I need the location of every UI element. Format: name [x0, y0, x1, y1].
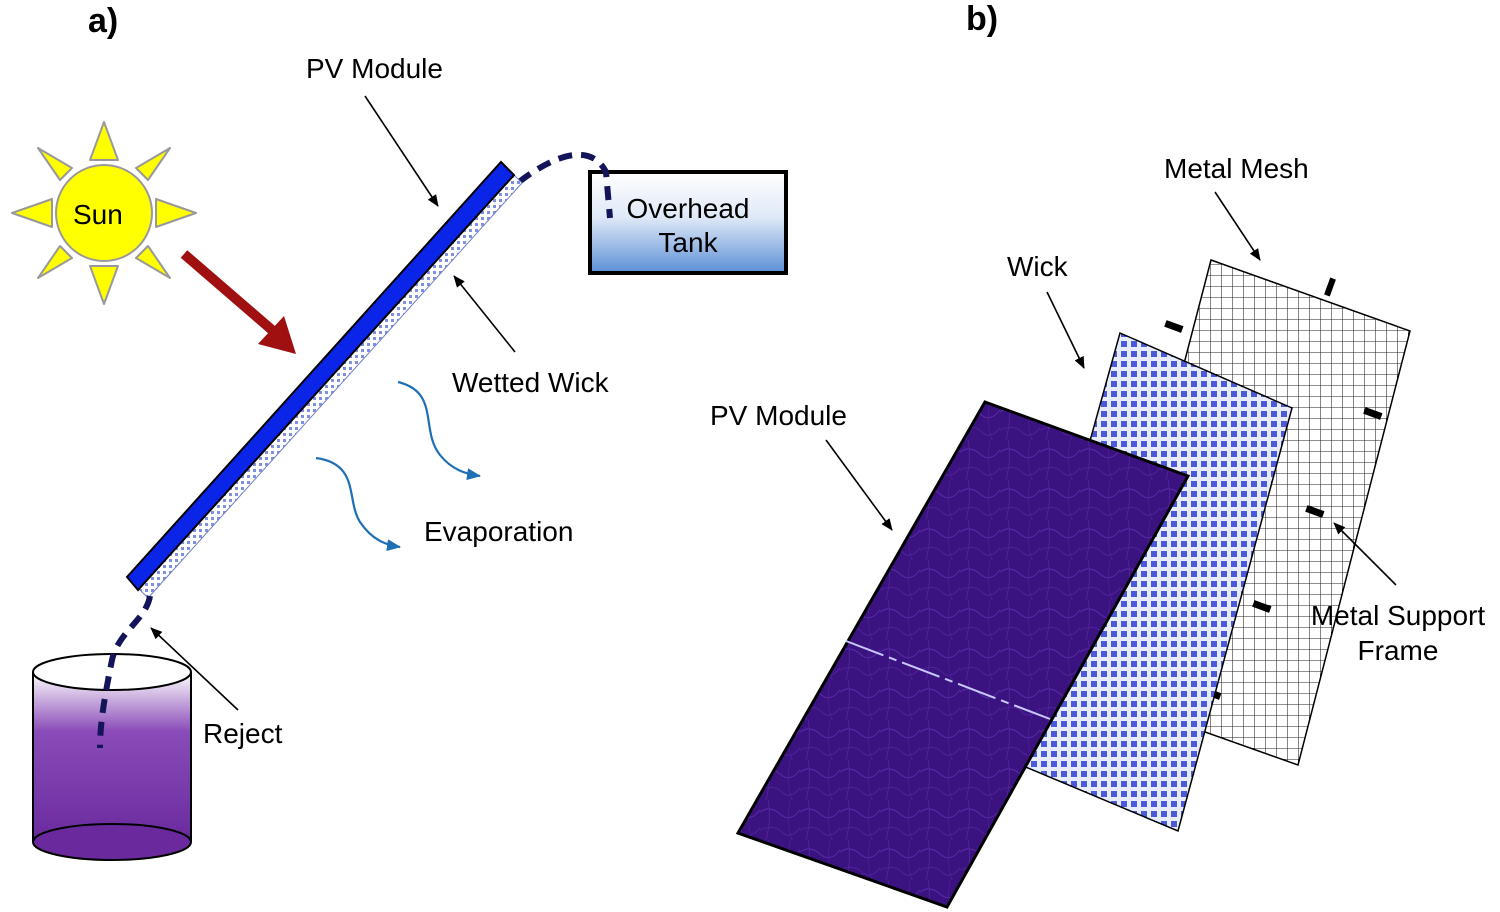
evaporation-label: Evaporation — [424, 516, 573, 547]
sun-label: Sun — [73, 199, 123, 230]
panel-a-label: a) — [88, 2, 118, 40]
pv-module-label-b: PV Module — [710, 400, 847, 431]
wick-label: Wick — [1007, 251, 1069, 282]
pv-module-bar — [125, 160, 516, 592]
metal-mesh-leader — [1214, 191, 1261, 261]
wick-leader — [1046, 291, 1085, 369]
wetted-wick-label: Wetted Wick — [452, 367, 610, 398]
feed-dashed-line — [517, 151, 613, 219]
frame-label-line2: Frame — [1358, 635, 1439, 666]
reject-label: Reject — [203, 718, 283, 749]
evaporation-arrow-upper — [397, 380, 481, 481]
tank-label-line2: Tank — [658, 227, 718, 258]
pv-module-leader-b — [825, 439, 893, 531]
solar-ray-arrow — [180, 250, 296, 354]
pv-module-leader-a — [364, 95, 439, 207]
wetted-wick-leader — [453, 275, 516, 353]
reject-leader — [150, 627, 239, 711]
pv-module-label-a: PV Module — [306, 53, 443, 84]
overhead-tank — [588, 170, 788, 275]
sun-icon — [11, 121, 197, 305]
metal-mesh-label: Metal Mesh — [1164, 153, 1309, 184]
tank-label-line1: Overhead — [627, 193, 750, 224]
reject-container — [32, 653, 192, 861]
reject-dashed-line — [97, 595, 153, 749]
pv-module-panel — [735, 400, 1191, 909]
panel-b-label: b) — [966, 0, 998, 38]
evaporation-arrow-lower — [315, 456, 401, 552]
frame-label-line1: Metal Support — [1311, 600, 1486, 631]
frame-leader — [1333, 522, 1397, 586]
